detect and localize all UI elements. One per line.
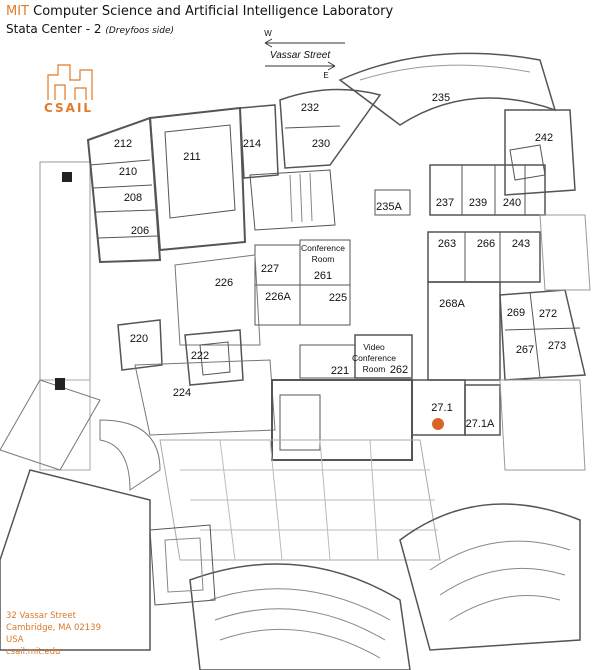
room-240: 240 <box>503 197 521 209</box>
room-27-1A: 27.1A <box>466 418 495 430</box>
room-268A: 268A <box>439 298 465 310</box>
room-206: 206 <box>131 225 149 237</box>
room-272: 272 <box>539 308 557 320</box>
room-266: 266 <box>477 238 495 250</box>
address-line-3: USA <box>6 635 24 645</box>
room-220: 220 <box>130 333 148 345</box>
room-227: 227 <box>261 263 279 275</box>
room-243: 243 <box>512 238 530 250</box>
room-226A: 226A <box>265 291 291 303</box>
building-side-note: (Dreyfoos side) <box>105 26 175 36</box>
west-label: W <box>264 29 272 38</box>
address-line-4: csail.mit.edu <box>6 647 61 657</box>
address-block: 32 Vassar Street Cambridge, MA 02139 USA… <box>6 610 101 658</box>
room-226: 226 <box>215 277 233 289</box>
conference-label-2: Room <box>312 254 335 264</box>
video-label-1: Video <box>363 342 385 352</box>
room-239: 239 <box>469 197 487 209</box>
room-230: 230 <box>312 138 330 150</box>
room-235: 235 <box>432 92 450 104</box>
room-222: 222 <box>191 350 209 362</box>
room-210: 210 <box>119 166 137 178</box>
room-273: 273 <box>548 340 566 352</box>
csail-logo-graphic <box>47 64 93 100</box>
location-marker <box>432 418 444 430</box>
room-212: 212 <box>114 138 132 150</box>
room-221: 221 <box>331 365 349 377</box>
room-263: 263 <box>438 238 456 250</box>
room-224: 224 <box>173 387 191 399</box>
building-floor: Stata Center - 2 <box>6 22 102 36</box>
room-262: 262 <box>390 364 408 376</box>
room-225: 225 <box>329 292 347 304</box>
csail-logo-text: CSAIL <box>44 101 94 115</box>
video-label-3: Room <box>363 364 386 374</box>
east-label: E <box>323 71 328 80</box>
page-title: MIT Computer Science and Artificial Inte… <box>6 4 393 19</box>
room-261: 261 <box>314 270 332 282</box>
address-line-1: 32 Vassar Street <box>6 611 76 621</box>
page-subtitle: Stata Center - 2 (Dreyfoos side) <box>6 22 174 36</box>
room-232: 232 <box>301 102 319 114</box>
room-208: 208 <box>124 192 142 204</box>
room-237: 237 <box>436 197 454 209</box>
conference-label-1: Conference <box>301 243 345 253</box>
room-211: 211 <box>183 151 201 163</box>
video-label-2: Conference <box>352 353 396 363</box>
address-line-2: Cambridge, MA 02139 <box>6 623 101 633</box>
mit-brand: MIT <box>6 4 29 19</box>
room-214: 214 <box>243 138 261 150</box>
room-235A: 235A <box>376 201 402 213</box>
room-27-1: 27.1 <box>431 402 452 414</box>
lab-title: Computer Science and Artificial Intellig… <box>33 4 394 19</box>
room-242: 242 <box>535 132 553 144</box>
room-267: 267 <box>516 344 534 356</box>
room-269: 269 <box>507 307 525 319</box>
street-name: Vassar Street <box>270 50 331 61</box>
